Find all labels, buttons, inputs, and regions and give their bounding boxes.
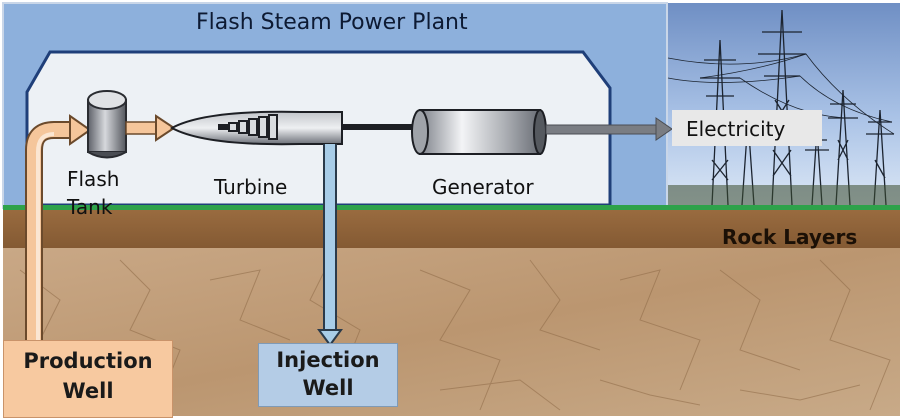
turbine-label: Turbine bbox=[214, 175, 288, 199]
electricity-label-box bbox=[672, 110, 822, 146]
steam-pipe bbox=[125, 121, 161, 135]
generator-label: Generator bbox=[432, 175, 534, 199]
turbine bbox=[169, 110, 343, 146]
ground-line bbox=[3, 205, 900, 210]
turbine-shaft bbox=[342, 124, 416, 130]
rock-layers-label: Rock Layers bbox=[722, 225, 858, 249]
flash-tank-label-line1: Flash bbox=[67, 167, 120, 191]
production-pipe-highlight bbox=[36, 132, 55, 340]
production-pipe bbox=[27, 123, 74, 340]
electricity-line bbox=[545, 124, 661, 135]
rock-layer bbox=[3, 208, 900, 248]
flash-tank bbox=[87, 90, 127, 159]
production-well-label-line1: Production bbox=[23, 349, 153, 373]
steam-arrow bbox=[155, 114, 176, 142]
production-arrow bbox=[69, 114, 92, 146]
electricity-arrow bbox=[655, 117, 673, 141]
diagram-title: Flash Steam Power Plant bbox=[196, 10, 468, 35]
injection-well-label-line1: Injection bbox=[276, 348, 380, 372]
electricity-label: Electricity bbox=[686, 117, 786, 141]
flash-tank-label-line2: Tank bbox=[67, 195, 113, 219]
injection-well-label-line2: Well bbox=[302, 376, 354, 400]
production-well-label-line2: Well bbox=[62, 379, 114, 403]
generator bbox=[411, 109, 547, 155]
injection-well-box: Injection Well bbox=[258, 343, 398, 407]
power-lines-image bbox=[667, 3, 900, 208]
injection-arrow bbox=[317, 329, 343, 347]
production-well-box: Production Well bbox=[3, 340, 173, 418]
